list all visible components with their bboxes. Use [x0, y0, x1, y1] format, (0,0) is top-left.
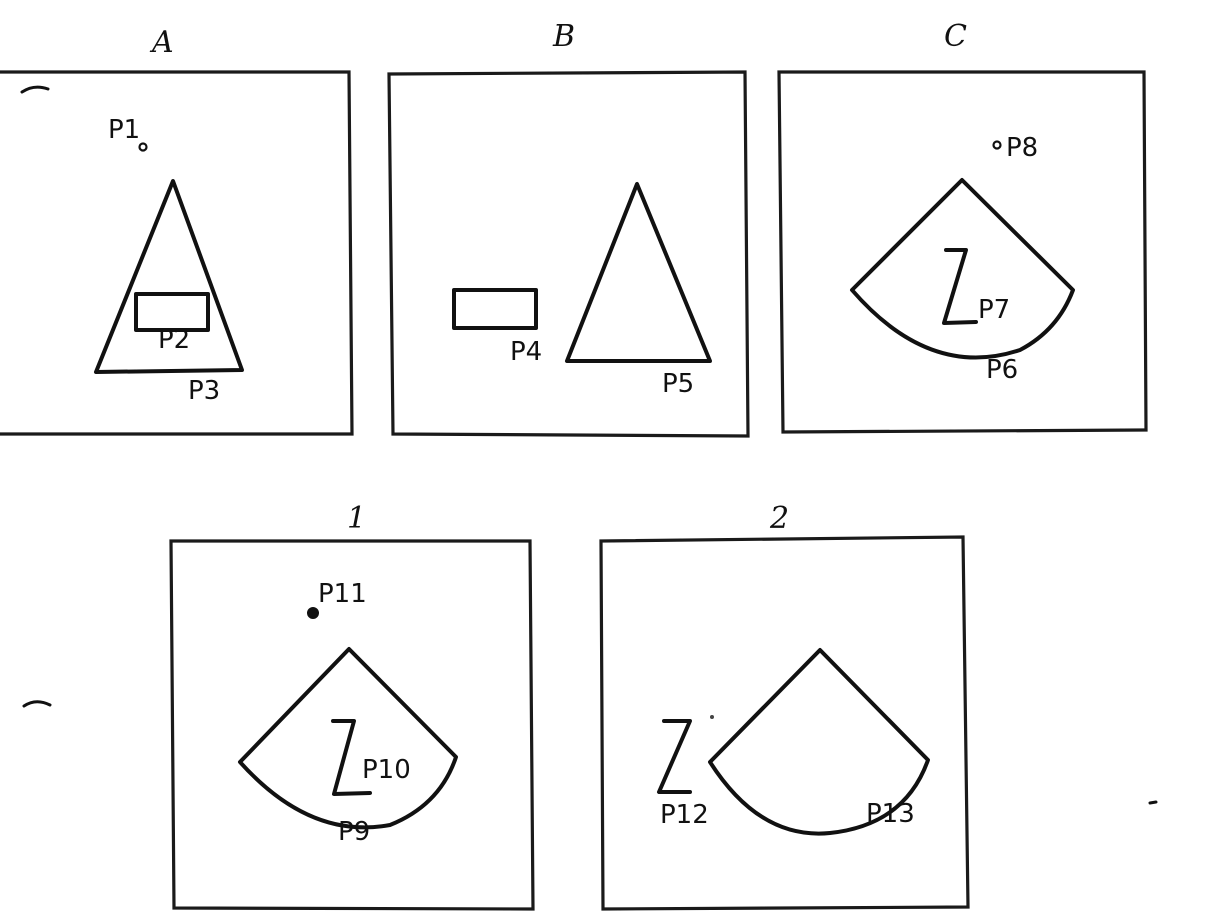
- point-marker: [138, 142, 148, 152]
- panel-frame: [169, 539, 535, 911]
- label-p7: P7: [978, 295, 1010, 325]
- scan-mark: [22, 700, 52, 708]
- panel-c: C P8 P7 P6: [777, 19, 1148, 434]
- panel-b: B P4 P5: [387, 19, 750, 438]
- label-p9: P9: [338, 817, 370, 847]
- scan-mark: [710, 715, 714, 719]
- point-marker: [992, 140, 1002, 150]
- panel-title-a: A: [149, 25, 174, 60]
- sector-shape: [238, 647, 458, 830]
- label-p12: P12: [660, 800, 709, 830]
- label-p3: P3: [188, 376, 220, 406]
- panel-title-b: B: [552, 19, 575, 54]
- scan-mark: [1148, 800, 1158, 805]
- rectangle-shape: [134, 292, 210, 332]
- label-p2: P2: [158, 325, 190, 355]
- sector-shape: [850, 178, 1075, 360]
- panel-frame: [599, 535, 970, 911]
- panel-2: 2 P12 P13: [599, 501, 970, 911]
- scan-mark: [20, 85, 50, 94]
- label-p6: P6: [986, 355, 1018, 385]
- label-p4: P4: [510, 337, 542, 367]
- panel-frame: [777, 70, 1148, 434]
- label-p1: P1: [108, 115, 140, 145]
- point-marker: [307, 607, 319, 619]
- sector-shape: [708, 648, 930, 836]
- panel-a: A P1 P2 P3: [0, 25, 354, 436]
- panel-title-c: C: [944, 19, 967, 54]
- label-p5: P5: [662, 369, 694, 399]
- panel-title-1: 1: [347, 501, 366, 536]
- label-p13: P13: [866, 799, 915, 829]
- label-p10: P10: [362, 755, 411, 785]
- triangle-shape: [565, 182, 712, 363]
- panel-title-2: 2: [769, 501, 789, 536]
- z-shape: [942, 248, 978, 325]
- z-shape: [657, 719, 692, 794]
- z-shape: [331, 719, 372, 796]
- label-p8: P8: [1006, 133, 1038, 163]
- panel-1: 1 P11 P10 P9: [169, 501, 535, 911]
- triangle-shape: [94, 179, 244, 374]
- label-p11: P11: [318, 579, 367, 609]
- rectangle-shape: [452, 288, 538, 330]
- panel-frame: [0, 70, 354, 436]
- panel-frame: [387, 70, 750, 438]
